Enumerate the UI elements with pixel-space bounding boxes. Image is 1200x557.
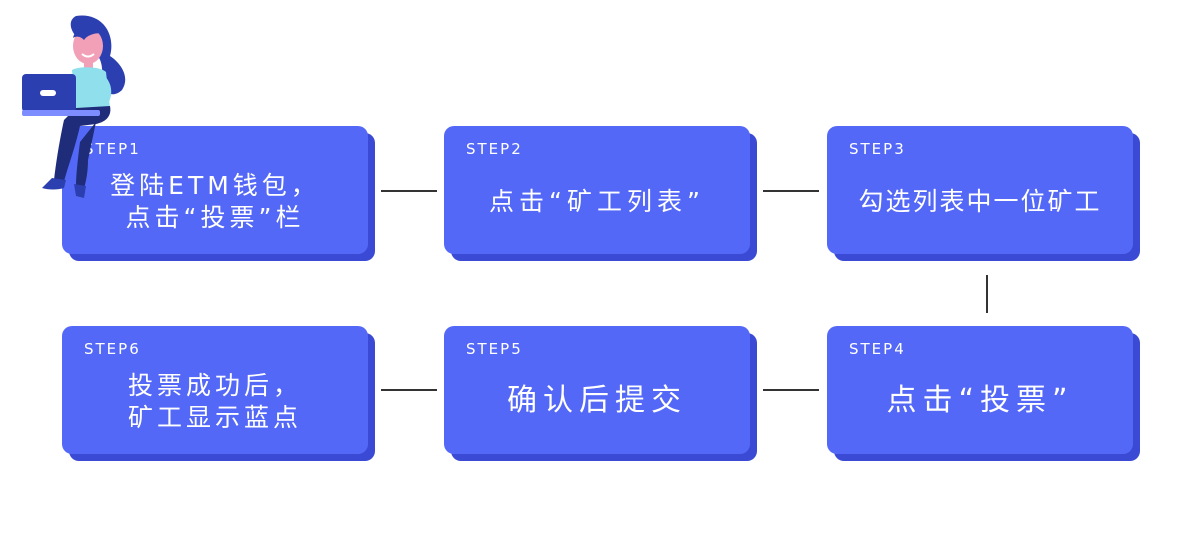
step-1-text: 登陆ETM钱包， 点击“投票”栏 <box>62 168 368 236</box>
step-5-label: STEP5 <box>466 340 523 358</box>
step-4-label: STEP4 <box>849 340 906 358</box>
woman-with-laptop-illustration <box>22 15 126 198</box>
step-1-label: STEP1 <box>84 140 141 158</box>
step-5-card: STEP5 确认后提交 <box>444 326 750 454</box>
step-6-card: STEP6 投票成功后， 矿工显示蓝点 <box>62 326 368 454</box>
step-2-card: STEP2 点击“矿工列表” <box>444 126 750 254</box>
connector-3-4 <box>986 275 988 313</box>
step-6-text-line-2: 矿工显示蓝点 <box>127 403 302 432</box>
connector-4-5 <box>763 389 819 391</box>
step-2-label: STEP2 <box>466 140 523 158</box>
step-1-text-line-2: 点击“投票”栏 <box>125 203 305 232</box>
step-1-text-line-1: 登陆ETM钱包， <box>110 170 320 200</box>
step-6-text: 投票成功后， 矿工显示蓝点 <box>62 368 368 436</box>
step-6-label: STEP6 <box>84 340 141 358</box>
step-2-text-line-1: 点击“矿工列表” <box>489 186 705 216</box>
connector-2-3 <box>763 190 819 192</box>
step-3-label: STEP3 <box>849 140 906 158</box>
step-6-text-line-1: 投票成功后， <box>127 370 302 400</box>
step-3-card: STEP3 勾选列表中一位矿工 <box>827 126 1133 254</box>
step-4-text-line-1: 点击“投票” <box>886 382 1074 418</box>
step-3-text-line-1: 勾选列表中一位矿工 <box>858 186 1102 216</box>
connector-1-2 <box>381 190 437 192</box>
step-2-text: 点击“矿工列表” <box>444 168 750 236</box>
step-3-text: 勾选列表中一位矿工 <box>827 168 1133 236</box>
step-5-text-line-1: 确认后提交 <box>507 382 687 418</box>
step-1-card: STEP1 登陆ETM钱包， 点击“投票”栏 <box>62 126 368 254</box>
step-5-text: 确认后提交 <box>444 374 750 426</box>
connector-5-6 <box>381 389 437 391</box>
step-4-card: STEP4 点击“投票” <box>827 326 1133 454</box>
step-4-text: 点击“投票” <box>827 374 1133 426</box>
